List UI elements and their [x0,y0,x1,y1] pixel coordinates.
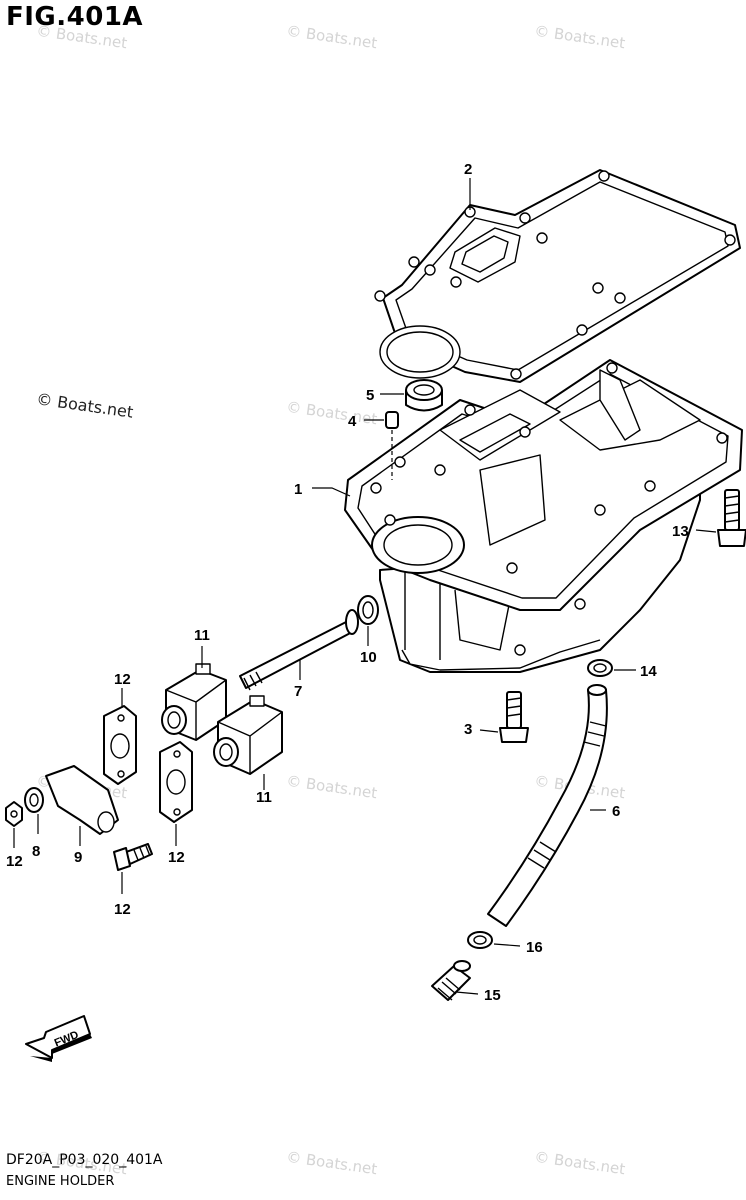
nut-part-14[interactable] [5,801,23,827]
long-bolt-part-7[interactable] [239,609,359,691]
callout-15: 13 [672,523,689,540]
callout-1: 1 [294,481,302,498]
bolt-part-13[interactable] [113,843,153,871]
mount-part-11a[interactable] [161,663,227,741]
callout-8: 8 [32,843,40,860]
bolt-part-3[interactable] [499,691,529,743]
callout-16: 14 [640,663,657,680]
bracket-part-9[interactable] [45,765,119,835]
gasket-part-12a[interactable] [103,705,137,785]
mount-part-11b[interactable] [213,695,283,775]
clip-part-18[interactable] [467,931,493,949]
callout-12a: 12 [114,671,131,688]
callout-10: 10 [360,649,377,666]
hose-part-6[interactable] [487,684,608,927]
callout-6: 6 [612,803,620,820]
washer-part-10[interactable] [357,595,379,625]
clip-part-16[interactable] [587,659,613,677]
callout-12b: 12 [168,849,185,866]
callout-13: 12 [114,901,131,918]
figure-code: DF20A_P03_020_401A [6,1152,163,1168]
bolt-part-15[interactable] [717,489,746,547]
gasket-part-12b[interactable] [159,741,193,823]
callout-2: 2 [464,161,472,178]
callout-17: 15 [484,987,501,1004]
fwd-arrow-icon: FWD [25,1015,92,1062]
callout-5: 5 [366,387,374,404]
callout-14: 12 [6,853,23,870]
washer-part-8[interactable] [24,787,44,813]
figure-title: FIG.401A [6,2,144,32]
callout-7: 7 [294,683,302,700]
callout-18: 16 [526,939,543,956]
callout-11b: 11 [256,789,272,806]
figure-name: ENGINE HOLDER [6,1174,115,1189]
callout-11a: 11 [194,627,210,644]
oil-seal-part-5[interactable] [405,379,443,412]
callout-4: 4 [348,413,357,430]
dowel-pin-part-4[interactable] [385,411,399,480]
fitting-part-17[interactable] [431,960,471,1001]
callout-3: 3 [464,721,472,738]
gasket-part-2[interactable] [374,169,741,383]
callout-9: 9 [74,849,82,866]
engine-holder-part-1[interactable] [344,359,743,673]
